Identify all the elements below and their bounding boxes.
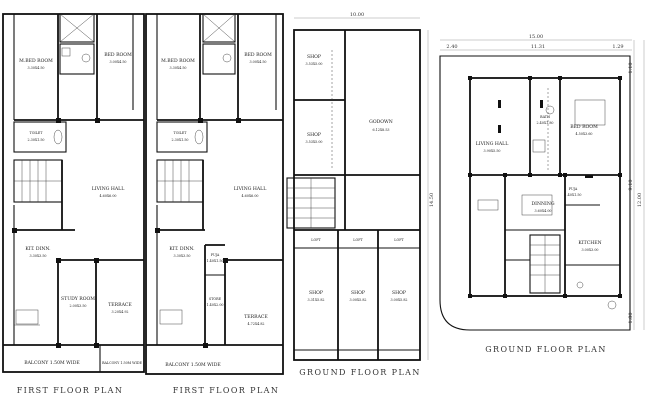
- room-name: KIT. DINN.: [25, 246, 51, 252]
- duct: [59, 13, 95, 43]
- balcony-label: BALCONY 1.50M WIDE: [102, 361, 142, 365]
- room-size: 2.40X1.80: [536, 121, 553, 125]
- room-size: 3.30X3.50: [29, 254, 46, 258]
- dimension-label: 1.80: [628, 312, 634, 323]
- room-name: TOILET: [174, 131, 188, 135]
- room-name: STORE: [209, 297, 222, 301]
- room-size: 3.00X5.82: [349, 298, 366, 302]
- outer-wall: [2, 13, 145, 373]
- room-size: 3.00X3.00: [581, 248, 598, 252]
- room-size: 3.53X5.00: [305, 140, 322, 144]
- room-name: SHOP: [309, 290, 323, 296]
- room-name: GODOWN: [369, 119, 393, 125]
- dimension-label: 15.00: [529, 34, 543, 40]
- loft-label: LOFT: [394, 238, 404, 242]
- room-size: 3.20X4.92: [111, 310, 128, 314]
- room-name: TERRACE: [244, 314, 268, 320]
- room-name: TERRACE: [108, 302, 132, 308]
- room-name: SHOP: [307, 54, 321, 60]
- outer-wall: [145, 13, 284, 375]
- room-name: SHOP: [392, 290, 406, 296]
- loft-label: LOFT: [353, 238, 363, 242]
- ground-floor-plan-residence: 15.00 2.40 11.31 1.29 12.00 9.10 1.10 1.…: [439, 34, 645, 354]
- room-name: SHOP: [351, 290, 365, 296]
- dimension-label: 1.29: [612, 44, 623, 50]
- room-size: 4.72X4.82: [247, 322, 264, 326]
- room-name: BATH: [540, 115, 550, 119]
- plan-title: FIRST FLOOR PLAN: [17, 386, 124, 395]
- room-size: 4.60X6.00: [241, 194, 258, 198]
- room-name: DINNING: [531, 201, 554, 207]
- room-name: STUDY ROOM: [61, 296, 95, 302]
- house-outline: [469, 77, 621, 297]
- room-size: 3.30X3.50: [173, 254, 190, 258]
- room-size: 3.31X5.82: [307, 298, 324, 302]
- dimension-label: 14.50: [429, 193, 435, 207]
- room-size: 2.30X1.50: [27, 138, 44, 142]
- room-size: 4.60X6.00: [99, 194, 116, 198]
- room-name: BED ROOM: [244, 52, 272, 58]
- room-name: LIVING HALL: [92, 186, 125, 192]
- outer-wall: [293, 29, 421, 361]
- plan-title: GROUND FLOOR PLAN: [485, 345, 607, 354]
- room-size: 1.40X2.00: [206, 303, 223, 307]
- room-size: 3.00X4.50: [109, 60, 126, 64]
- room-size: 3.00X5.82: [390, 298, 407, 302]
- room-size: 3.60X4.00: [534, 209, 551, 213]
- dimension-label: 9.10: [628, 179, 634, 190]
- balcony-label: BALCONY 1.50M WIDE: [165, 362, 221, 368]
- balcony-label: BALCONY 1.50M WIDE: [24, 360, 80, 366]
- room-name: BED ROOM: [104, 52, 132, 58]
- room-size: 6.12X8.53: [372, 128, 389, 132]
- dimension-label: 11.31: [531, 44, 545, 50]
- first-floor-plan-1: M.BED ROOM 3.30X4.50 BED ROOM 3.00X4.50 …: [2, 13, 145, 395]
- site-boundary: [439, 55, 631, 331]
- room-size: 1.40X1.50: [564, 193, 581, 197]
- dimension-label: 2.40: [446, 44, 457, 50]
- room-size: 2.00X3.50: [69, 304, 86, 308]
- plan-title: FIRST FLOOR PLAN: [173, 386, 280, 395]
- room-name: SHOP: [307, 132, 321, 138]
- room-size: 3.00X4.50: [249, 60, 266, 64]
- bath-block: [59, 43, 95, 75]
- room-name: PUJA: [211, 253, 220, 257]
- dimension-label: 12.00: [637, 193, 643, 207]
- room-size: 1.40X1.50: [206, 259, 223, 263]
- loft-label: LOFT: [311, 238, 321, 242]
- room-name: LIVING HALL: [234, 186, 267, 192]
- first-floor-plan-2: M.BED ROOM 3.30X4.50 BED ROOM 3.00X4.50 …: [145, 13, 284, 395]
- plan-title: GROUND FLOOR PLAN: [299, 368, 421, 377]
- room-name: M.BED ROOM: [161, 58, 195, 64]
- room-name: BED ROOM: [570, 124, 598, 130]
- dimension-label: 10.00: [350, 12, 364, 18]
- room-name: PUJA: [569, 187, 578, 191]
- room-size: 4.50X3.60: [575, 132, 592, 136]
- room-size: 3.30X4.50: [169, 66, 186, 70]
- room-size: 3.30X4.50: [27, 66, 44, 70]
- ground-floor-plan-shops: 10.00 14.50 SHOP 3.53X5.00 SHOP 3.53X5.0…: [286, 12, 435, 377]
- toilet-room: [13, 121, 67, 153]
- room-name: KIT. DINN.: [169, 246, 195, 252]
- room-size: 2.30X1.50: [171, 138, 188, 142]
- room-name: KITCHEN: [578, 240, 601, 246]
- room-size: 3.53X5.00: [305, 62, 322, 66]
- room-name: TOILET: [30, 131, 44, 135]
- room-size: 3.90X5.50: [483, 149, 500, 153]
- room-name: M.BED ROOM: [19, 58, 53, 64]
- dimension-label: 1.10: [628, 62, 634, 73]
- room-name: LIVING HALL: [476, 141, 509, 147]
